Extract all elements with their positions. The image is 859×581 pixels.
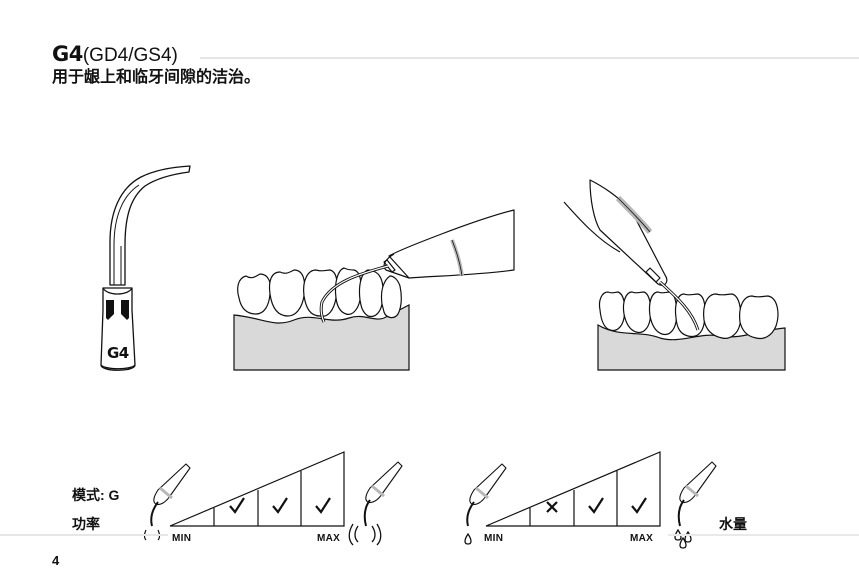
power-min-label: MIN <box>172 533 192 544</box>
water-scale <box>485 451 661 527</box>
model-name: G4 <box>52 42 83 66</box>
power-hand-icon-max <box>348 461 403 546</box>
scaler-tip-illustration <box>100 165 191 371</box>
water-min-label: MIN <box>484 533 504 544</box>
teeth-illustration-upper <box>563 179 786 371</box>
power-mark-2 <box>272 497 288 514</box>
model-variants: (GD4/GS4) <box>82 45 178 66</box>
mode-label: 模式: G <box>72 487 120 503</box>
water-max-label: MAX <box>630 533 654 544</box>
teeth-illustration-lower <box>233 209 515 371</box>
water-hand-icon-min <box>464 463 507 545</box>
header-rule <box>200 57 859 59</box>
water-label: 水量 <box>719 516 747 532</box>
page-number: 4 <box>52 553 60 568</box>
water-hand-icon-max <box>674 461 717 549</box>
tip-label: G4 <box>107 344 129 362</box>
water-mark-1 <box>546 501 558 513</box>
power-max-label: MAX <box>317 533 341 544</box>
footer-rule-left <box>0 534 168 536</box>
power-mark-3 <box>315 497 331 514</box>
tip-description: 用于龈上和临牙间隙的洁治。 <box>52 69 261 86</box>
power-mark-1 <box>229 497 245 514</box>
footer-rule-right <box>668 534 859 536</box>
power-label: 功率 <box>72 516 100 532</box>
water-mark-3 <box>631 497 647 514</box>
power-scale <box>169 451 345 527</box>
water-mark-2 <box>588 497 604 514</box>
page-title: G4(GD4/GS4) <box>52 44 178 66</box>
